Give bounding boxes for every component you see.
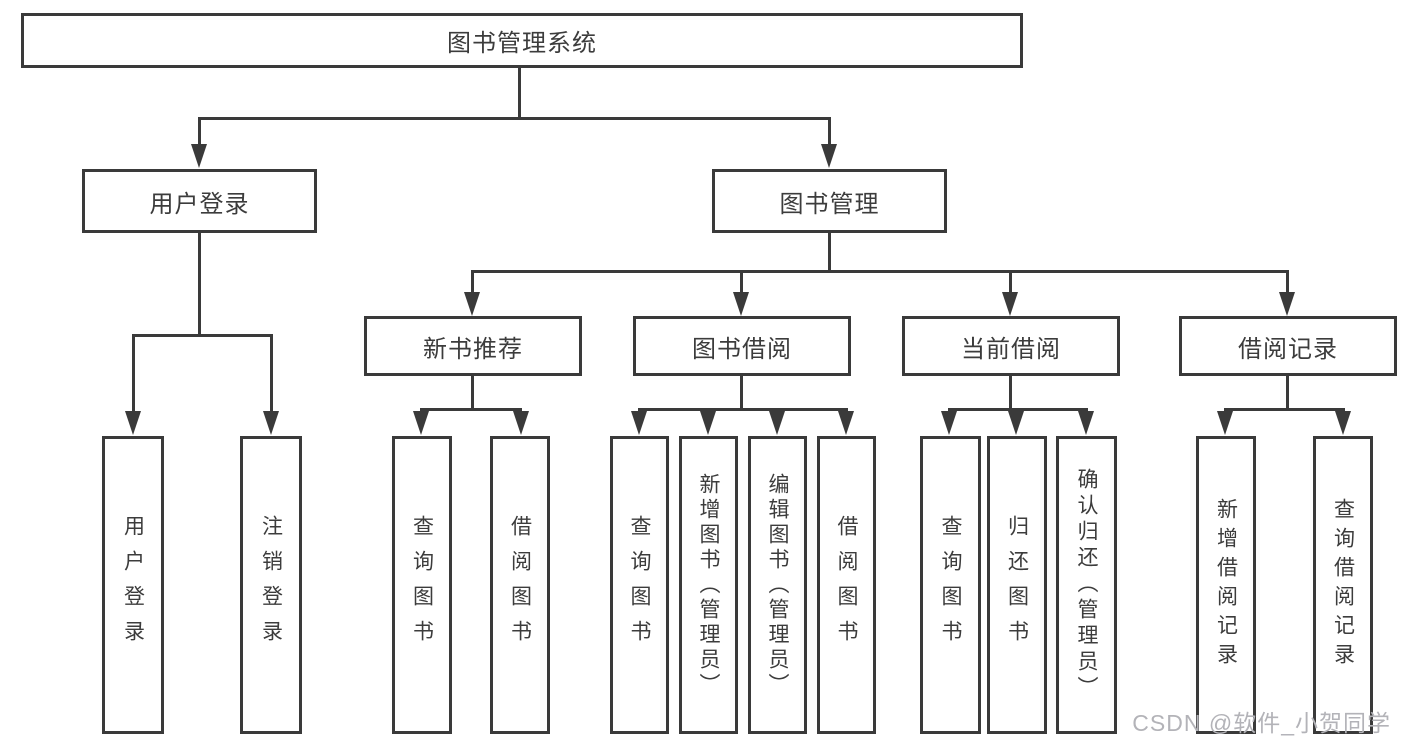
watermark-text: CSDN @软件_小贺同学 [1132, 710, 1391, 736]
leaf-logout-label: 注销登录 [259, 515, 283, 655]
node-new-book-recommend-label: 新书推荐 [423, 335, 523, 363]
node-new-book-recommend: 新书推荐 [364, 316, 582, 376]
leaf-borrow-borrow-book: 借阅图书 [817, 436, 876, 734]
node-book-management-label: 图书管理 [779, 190, 880, 218]
arrowhead-down [941, 411, 957, 435]
leaf-current-query-book-label: 查询图书 [939, 515, 962, 655]
leaf-user-login: 用户登录 [102, 436, 164, 734]
connector-line [828, 233, 831, 273]
node-current-borrow-label: 当前借阅 [961, 335, 1061, 363]
leaf-return-book-label: 归还图书 [1005, 515, 1029, 655]
arrowhead-down [125, 411, 141, 435]
arrowhead-down [1008, 411, 1024, 435]
leaf-return-book: 归还图书 [987, 436, 1047, 734]
leaf-confirm-return-admin-label: 确认归还（管理员） [1075, 468, 1098, 702]
leaf-edit-book-admin-label: 编辑图书（管理员） [766, 472, 789, 698]
node-book-management: 图书管理 [712, 169, 947, 233]
node-borrow-record-label: 借阅记录 [1238, 335, 1338, 363]
connector-line [1009, 270, 1012, 296]
leaf-user-login-label: 用户登录 [121, 515, 145, 655]
arrowhead-down [464, 292, 480, 316]
node-root: 图书管理系统 [21, 13, 1023, 68]
connector-line [420, 408, 522, 411]
leaf-recommend-query-book: 查询图书 [392, 436, 452, 734]
leaf-add-book-admin-label: 新增图书（管理员） [697, 472, 720, 698]
leaf-borrow-borrow-book-label: 借阅图书 [835, 515, 858, 655]
connector-line [1009, 376, 1012, 411]
arrowhead-down [821, 144, 837, 168]
connector-line [1224, 408, 1345, 411]
node-current-borrow: 当前借阅 [902, 316, 1120, 376]
arrowhead-down [413, 411, 429, 435]
arrowhead-down [1335, 411, 1351, 435]
arrowhead-down [1078, 411, 1094, 435]
connector-line [638, 408, 848, 411]
connector-line [471, 376, 474, 411]
node-book-borrow: 图书借阅 [633, 316, 851, 376]
leaf-add-borrow-record-label: 新增借阅记录 [1214, 498, 1238, 672]
arrowhead-down [1002, 292, 1018, 316]
leaf-recommend-borrow-book: 借阅图书 [490, 436, 550, 734]
arrowhead-down [700, 411, 716, 435]
connector-line [740, 270, 743, 296]
connector-line [198, 117, 831, 120]
node-root-label: 图书管理系统 [447, 30, 597, 57]
leaf-edit-book-admin: 编辑图书（管理员） [748, 436, 807, 734]
arrowhead-down [1279, 292, 1295, 316]
leaf-confirm-return-admin: 确认归还（管理员） [1056, 436, 1117, 734]
arrowhead-down [263, 411, 279, 435]
arrowhead-down [631, 411, 647, 435]
leaf-recommend-borrow-book-label: 借阅图书 [508, 515, 532, 655]
arrowhead-down [733, 292, 749, 316]
connector-line [1286, 376, 1289, 411]
leaf-current-query-book: 查询图书 [920, 436, 981, 734]
connector-line [471, 270, 1289, 273]
leaf-add-book-admin: 新增图书（管理员） [679, 436, 738, 734]
connector-line [198, 233, 201, 337]
leaf-borrow-query-book-label: 查询图书 [628, 515, 651, 655]
connector-line [198, 117, 201, 148]
connector-line [948, 408, 1088, 411]
leaf-logout: 注销登录 [240, 436, 302, 734]
leaf-borrow-query-book: 查询图书 [610, 436, 669, 734]
arrowhead-down [1217, 411, 1233, 435]
leaf-add-borrow-record: 新增借阅记录 [1196, 436, 1256, 734]
leaf-query-borrow-record: 查询借阅记录 [1313, 436, 1373, 734]
connector-line [828, 117, 831, 148]
connector-line [1286, 270, 1289, 296]
node-user-login-label: 用户登录 [149, 190, 250, 218]
arrowhead-down [191, 144, 207, 168]
node-book-borrow-label: 图书借阅 [692, 335, 792, 363]
arrowhead-down [769, 411, 785, 435]
leaf-recommend-query-book-label: 查询图书 [410, 515, 434, 655]
connector-line [518, 68, 521, 120]
leaf-query-borrow-record-label: 查询借阅记录 [1331, 498, 1355, 672]
connector-line [471, 270, 474, 296]
connector-line [132, 334, 273, 337]
connector-line [740, 376, 743, 411]
node-user-login: 用户登录 [82, 169, 317, 233]
connector-line [270, 334, 273, 414]
arrowhead-down [513, 411, 529, 435]
arrowhead-down [838, 411, 854, 435]
node-borrow-record: 借阅记录 [1179, 316, 1397, 376]
connector-line [132, 334, 135, 414]
